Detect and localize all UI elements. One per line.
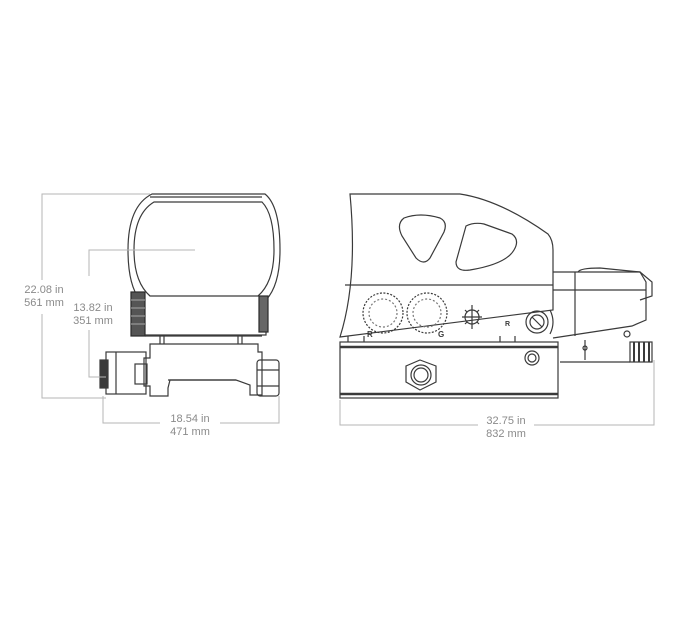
- front-window-height-label: 13.82 in 351 mm: [70, 302, 116, 328]
- front-width-in: 18.54 in: [170, 413, 210, 425]
- side-body: [339, 193, 554, 338]
- front-total-height-in: 22.08 in: [24, 284, 64, 296]
- side-length-in: 32.75 in: [486, 415, 526, 427]
- side-rail-mount: [339, 341, 559, 399]
- front-right-knob: [258, 295, 269, 333]
- front-left-knob: [130, 291, 146, 337]
- front-total-height-mm: 561 mm: [24, 297, 64, 309]
- front-width-mm: 471 mm: [170, 426, 210, 438]
- front-window: [133, 201, 275, 297]
- front-hood-outline: [127, 193, 281, 336]
- front-width-label: 18.54 in 471 mm: [164, 413, 216, 439]
- red-dial-label: R: [367, 330, 373, 339]
- side-adjust-screw: [525, 310, 549, 334]
- front-right-nut: [256, 359, 280, 397]
- side-length-label: 32.75 in 832 mm: [480, 415, 532, 441]
- side-hex-nut: [405, 359, 437, 391]
- front-window-height-mm: 351 mm: [73, 315, 113, 327]
- front-dimension-lines: [41, 193, 280, 424]
- side-length-mm: 832 mm: [486, 428, 526, 440]
- side-cutout-1: [398, 214, 446, 263]
- side-dimension-lines: [339, 360, 655, 426]
- side-small-screw: [524, 350, 540, 366]
- side-battery-cap: [629, 341, 653, 363]
- green-dial-label: G: [438, 330, 444, 339]
- front-view: [99, 193, 281, 397]
- side-cutout-2: [455, 222, 518, 271]
- reticle-brightness-icon: [462, 305, 482, 329]
- side-view: [339, 193, 653, 399]
- front-total-height-label: 22.08 in 561 mm: [22, 284, 66, 310]
- green-brightness-dial: [406, 292, 448, 334]
- front-mount: [143, 343, 263, 397]
- red-brightness-dial: [362, 292, 404, 334]
- front-window-height-in: 13.82 in: [73, 302, 113, 314]
- reticle-marker-label: R: [505, 321, 510, 328]
- front-left-clamp: [105, 351, 147, 395]
- side-rear-section: [552, 271, 647, 339]
- side-markings: R G R: [367, 321, 510, 339]
